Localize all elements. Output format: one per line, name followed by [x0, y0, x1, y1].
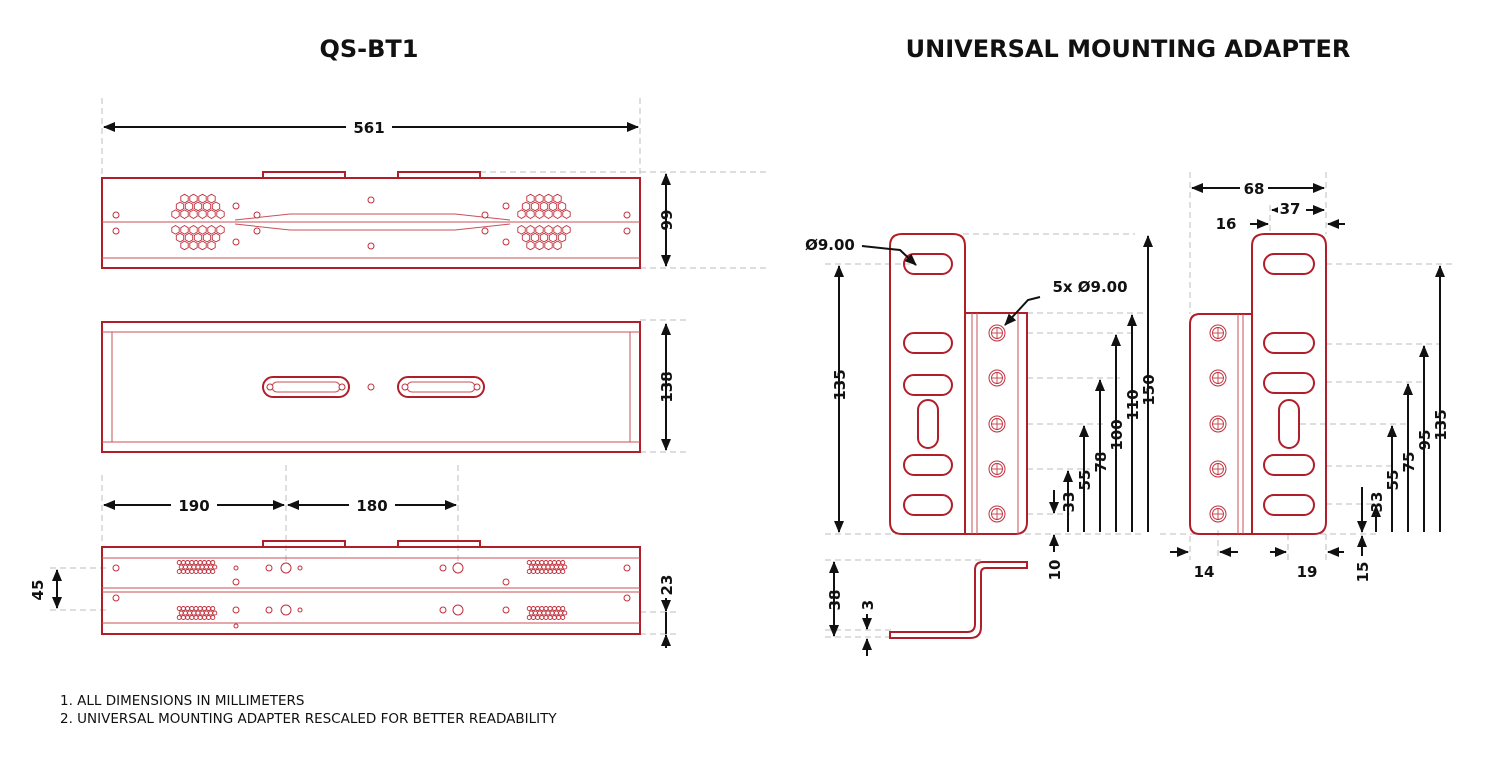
dim-hole-1: 33 — [1060, 492, 1078, 513]
dim-hole-6: 150 — [1140, 374, 1158, 405]
dim-hole-3: 78 — [1092, 452, 1110, 473]
dim-rear-step: 23 — [658, 575, 676, 596]
dim-offset-b: 180 — [356, 497, 387, 515]
qs-bt1-front-view: 561 99 — [101, 98, 770, 269]
dim-rear-holes: 45 — [29, 580, 47, 601]
adapter-side-view: 68 37 16 14 19 15 33 55 75 95 135 — [1160, 172, 1455, 582]
adapter-front-view: Ø9.00 5x Ø9.00 135 10 33 55 78 100 110 1… — [805, 233, 1158, 581]
dim-hole-5: 110 — [1124, 389, 1142, 420]
note-2: 2. UNIVERSAL MOUNTING ADAPTER RESCALED F… — [60, 711, 557, 727]
dim-side-0: 15 — [1354, 562, 1372, 583]
dim-hole-0: 10 — [1046, 560, 1064, 581]
dim-side-1: 33 — [1368, 492, 1386, 513]
dim-bottom-left: 14 — [1194, 563, 1215, 581]
hole-multi-label: 5x Ø9.00 — [1052, 278, 1127, 296]
fan-grill-right — [517, 193, 571, 251]
adapter-front-holes — [988, 324, 1006, 523]
dim-width-inner: 37 — [1280, 200, 1301, 218]
dim-hole-4: 100 — [1108, 419, 1126, 450]
dim-side-2: 55 — [1384, 470, 1402, 491]
dim-side-3: 75 — [1400, 452, 1418, 473]
dim-length: 561 — [353, 119, 384, 137]
note-1: 1. ALL DIMENSIONS IN MILLIMETERS — [60, 693, 304, 709]
adapter-side-holes — [1209, 324, 1227, 523]
dim-side-4: 95 — [1416, 430, 1434, 451]
dim-top-depth: 138 — [658, 371, 676, 402]
dim-hole-2: 55 — [1076, 470, 1094, 491]
dim-front-height: 99 — [658, 210, 676, 231]
dim-adapter-front-height: 135 — [831, 369, 849, 400]
hole-single-label: Ø9.00 — [805, 236, 855, 254]
dim-profile-height: 38 — [826, 590, 844, 611]
qs-bt1-top-view: 138 — [101, 319, 690, 453]
dim-bottom-right: 19 — [1297, 563, 1318, 581]
dim-width-total: 68 — [1244, 180, 1265, 198]
adapter-title: UNIVERSAL MOUNTING ADAPTER — [906, 35, 1351, 63]
qs-bt1-title: QS-BT1 — [319, 35, 418, 63]
dim-side-5: 135 — [1432, 409, 1450, 440]
dim-width-small: 16 — [1216, 215, 1237, 233]
adapter-profile: 38 3 — [825, 559, 1028, 656]
fan-grill-left — [171, 193, 225, 251]
rear-vents — [176, 560, 568, 620]
qs-bt1-rear-view: 190 180 45 23 — [29, 465, 680, 648]
dim-profile-thickness: 3 — [859, 600, 877, 610]
dim-offset-a: 190 — [178, 497, 209, 515]
